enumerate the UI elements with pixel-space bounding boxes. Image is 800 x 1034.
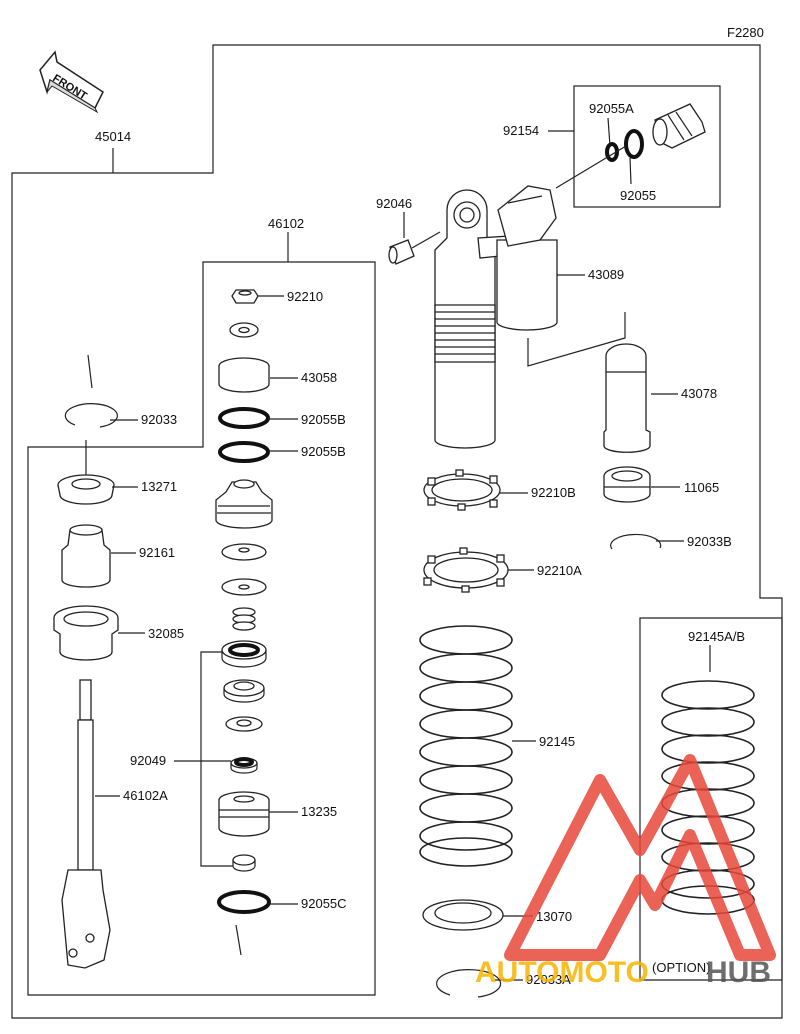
label-92161: 92161	[139, 545, 175, 560]
label-11065: 11065	[684, 480, 719, 495]
part-92154-cap-assembly	[548, 103, 706, 189]
bracket-92049	[200, 651, 233, 867]
label-92049: 92049	[130, 753, 166, 768]
part-11065-cap	[603, 466, 680, 503]
piston-washer	[225, 716, 263, 732]
option-box	[639, 617, 783, 981]
label-13271: 13271	[141, 479, 177, 494]
assembly-outline	[11, 44, 783, 1019]
washer-3	[221, 578, 267, 596]
label-92033B: 92033B	[687, 534, 732, 549]
label-92055C: 92055C	[301, 896, 347, 911]
part-92210A-locknut	[423, 547, 534, 593]
part-13271-bump-cap	[57, 440, 138, 505]
shock-body-box	[27, 261, 376, 996]
washer-1	[229, 322, 259, 338]
label-92154: 92154	[503, 123, 539, 138]
part-92055B-oring-2	[218, 441, 298, 463]
part-13070-spring-seat	[422, 899, 533, 931]
label-92210A: 92210A	[537, 563, 582, 578]
small-spring	[232, 607, 256, 631]
label-92145AB: 92145A/B	[688, 629, 745, 644]
label-92055B-2: 92055B	[301, 444, 346, 459]
washer-2	[221, 543, 267, 561]
label-45014: 45014	[95, 129, 131, 144]
part-92145-spring	[419, 625, 536, 867]
label-43058: 43058	[301, 370, 337, 385]
part-92055C-oring	[217, 890, 298, 956]
label-43089: 43089	[588, 267, 624, 282]
label-92210: 92210	[287, 289, 323, 304]
front-arrow-icon: FRONT	[39, 50, 104, 114]
part-43058-bushing	[218, 357, 298, 393]
label-46102: 46102	[268, 216, 304, 231]
part-32085-guide	[53, 605, 145, 661]
part-92033A-circlip	[436, 969, 523, 998]
piston-ring	[221, 640, 267, 668]
part-92210B-locknut	[423, 469, 528, 511]
watermark-text-1: AUTOMOTO	[475, 956, 649, 989]
label-46102A: 46102A	[123, 788, 168, 803]
figure-code: F2280	[727, 25, 764, 40]
part-13235-piston	[218, 791, 298, 837]
label-13235: 13235	[301, 804, 337, 819]
option-label: (OPTION)	[652, 960, 711, 975]
label-32085: 32085	[148, 626, 184, 641]
part-92210-nut	[231, 289, 284, 304]
part-92049-seal	[230, 757, 258, 774]
part-43078-bladder	[527, 312, 678, 453]
piston-nut	[232, 854, 256, 872]
part-92046-bearing	[388, 212, 441, 265]
part-92161-bump-rubber	[61, 524, 136, 588]
label-92046: 92046	[376, 196, 412, 211]
label-92055A: 92055A	[589, 101, 634, 116]
label-13070: 13070	[536, 909, 572, 924]
label-92033: 92033	[141, 412, 177, 427]
part-46102A-rod	[61, 679, 120, 969]
seal-head	[215, 479, 273, 529]
shock-body	[434, 185, 585, 449]
watermark-text-2: HUB	[706, 956, 771, 989]
part-92033-circlip	[64, 354, 138, 428]
part-92055B-oring-1	[218, 407, 298, 429]
label-92055: 92055	[620, 188, 656, 203]
label-92033A: 92033A	[526, 972, 571, 987]
watermark-logo: AUTOMOTO HUB	[475, 754, 776, 989]
piston-spacer	[223, 679, 265, 703]
label-92055B-1: 92055B	[301, 412, 346, 427]
label-43078: 43078	[681, 386, 717, 401]
label-92145: 92145	[539, 734, 575, 749]
label-92210B: 92210B	[531, 485, 576, 500]
part-92033B-circlip	[610, 533, 684, 550]
cap-box	[573, 85, 721, 208]
